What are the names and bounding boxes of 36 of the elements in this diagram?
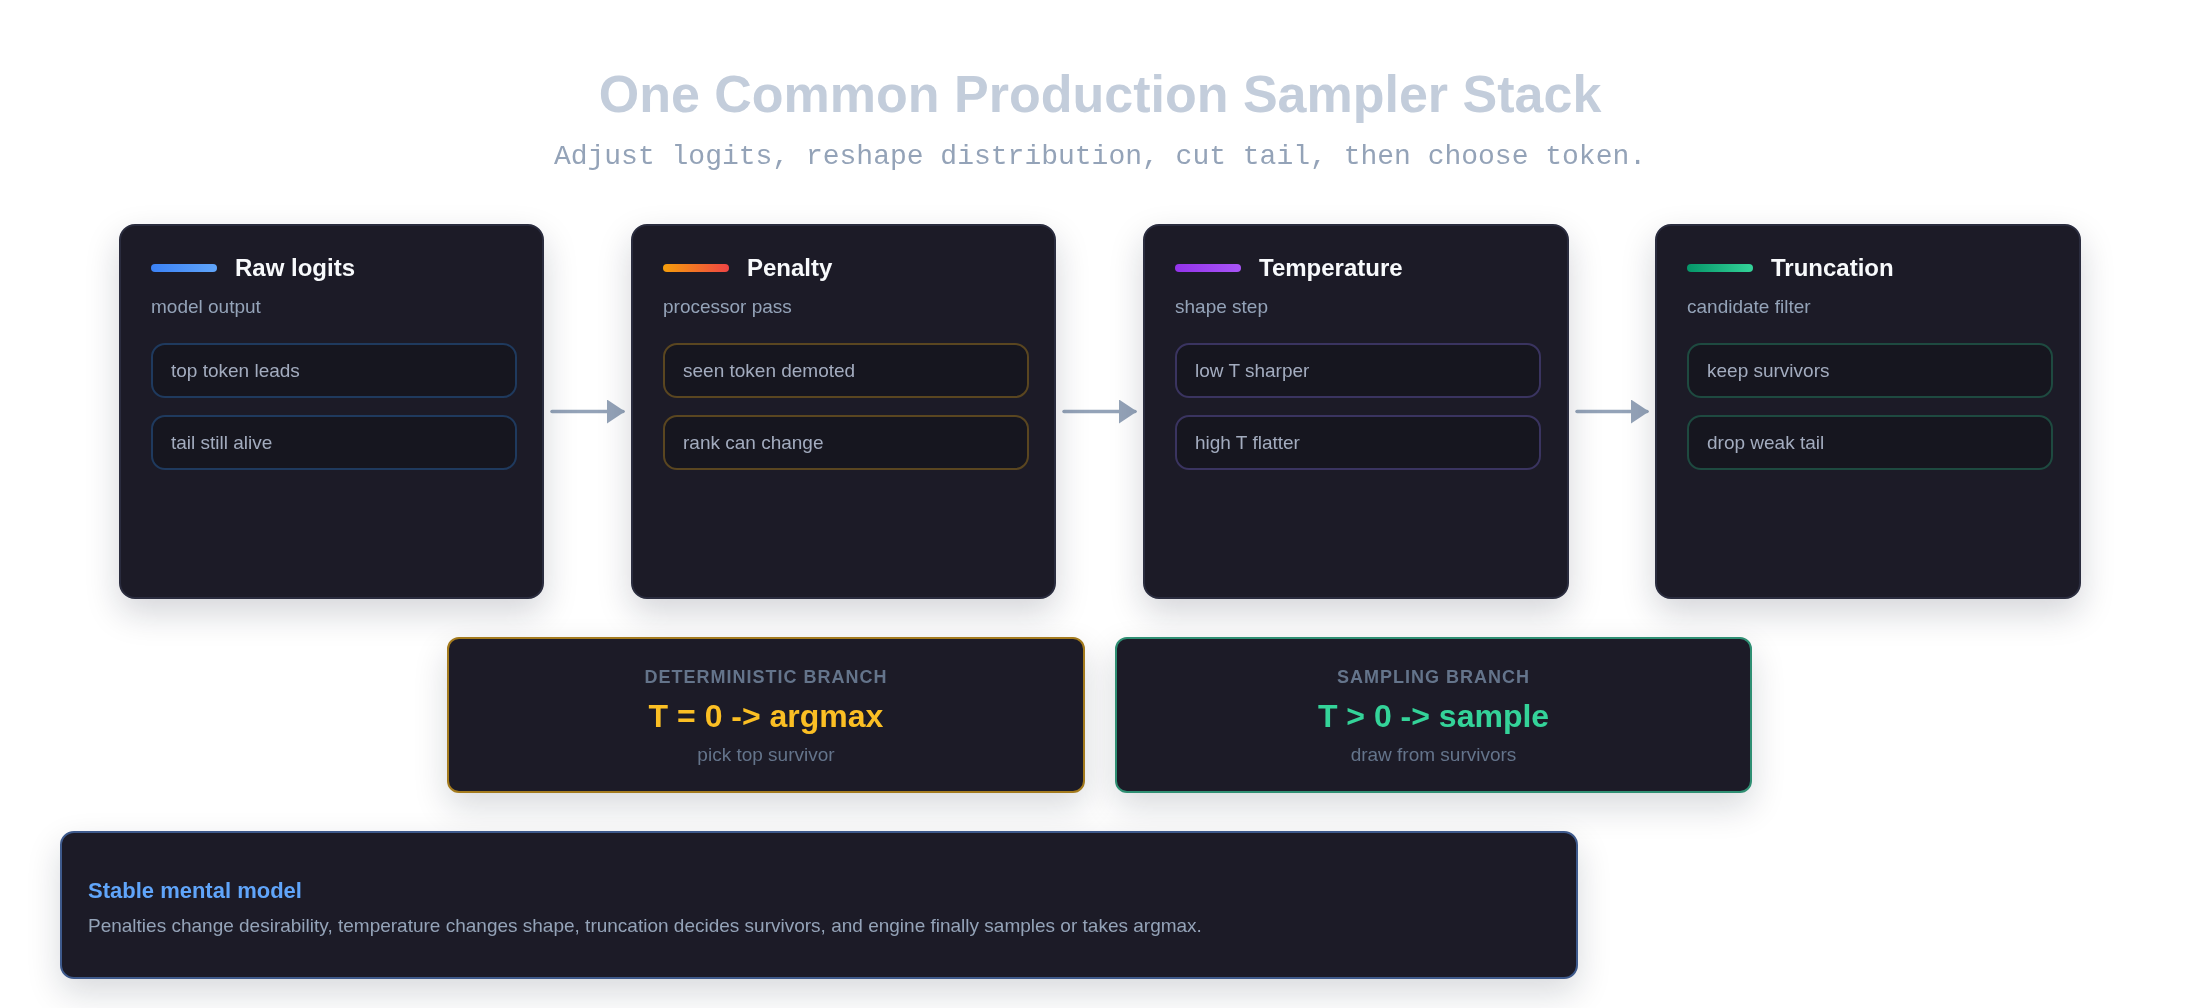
detail-pill: tail still alive bbox=[151, 415, 517, 470]
stage-title: Truncation bbox=[1771, 253, 1894, 283]
summary-title: Stable mental model bbox=[88, 878, 302, 904]
summary-panel bbox=[60, 831, 1578, 979]
flow-arrow bbox=[1062, 399, 1137, 424]
diagram-title: One Common Production Sampler Stack bbox=[598, 64, 1602, 124]
stage-subtitle: candidate filter bbox=[1687, 295, 1811, 319]
stage-card bbox=[1655, 224, 2081, 599]
stage-title: Penalty bbox=[747, 253, 833, 283]
detail-pill: seen token demoted bbox=[663, 343, 1029, 398]
branch-note: pick top survivor bbox=[697, 743, 835, 767]
detail-pill: drop weak tail bbox=[1687, 415, 2053, 470]
stage-title: Raw logits bbox=[235, 253, 355, 283]
stage-subtitle: shape step bbox=[1175, 295, 1268, 319]
flow-arrow bbox=[550, 399, 625, 424]
detail-pill: top token leads bbox=[151, 343, 517, 398]
detail-pill: low T sharper bbox=[1175, 343, 1541, 398]
branch-label: SAMPLING BRANCH bbox=[1337, 666, 1530, 688]
detail-pill: rank can change bbox=[663, 415, 1029, 470]
summary-text: Penalties change desirability, temperature changes shape, truncation decides survivors, and engine finally samples or takes argmax. bbox=[88, 914, 1202, 938]
stage-subtitle: processor pass bbox=[663, 295, 792, 319]
branch-rule: T > 0 -> sample bbox=[1317, 697, 1550, 735]
branch-rule: T = 0 -> argmax bbox=[648, 697, 884, 735]
branch-note: draw from survivors bbox=[1350, 743, 1517, 767]
stage-subtitle: model output bbox=[151, 295, 261, 319]
branch-label: DETERMINISTIC BRANCH bbox=[644, 666, 888, 688]
branch-panel bbox=[1115, 637, 1752, 793]
stage-card bbox=[631, 224, 1056, 599]
branch-panel bbox=[447, 637, 1085, 793]
detail-pill: high T flatter bbox=[1175, 415, 1541, 470]
stage-card bbox=[119, 224, 544, 599]
detail-pill: keep survivors bbox=[1687, 343, 2053, 398]
stage-title: Temperature bbox=[1259, 253, 1403, 283]
flow-arrow bbox=[1575, 399, 1649, 424]
stage-card bbox=[1143, 224, 1569, 599]
diagram-subtitle: Adjust logits, reshape distribution, cut tail, then choose token. bbox=[553, 140, 1647, 174]
